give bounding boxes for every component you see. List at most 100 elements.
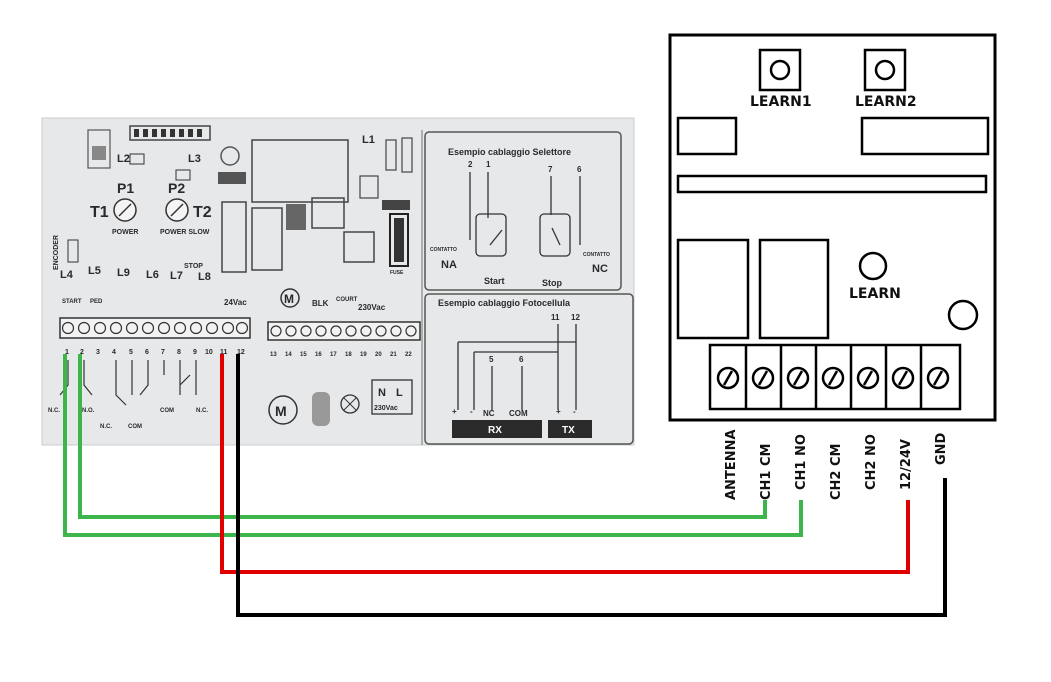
- terminal-label-gnd: GND: [934, 432, 949, 465]
- svg-text:17: 17: [330, 352, 337, 358]
- board-blk: BLK: [312, 299, 329, 308]
- svg-text:4: 4: [112, 349, 116, 356]
- board-nc-3: N.C.: [196, 408, 208, 414]
- svg-text:3: 3: [96, 349, 100, 356]
- board-motor-bottom: M: [275, 403, 287, 419]
- board-t1: T1: [90, 204, 109, 221]
- svg-text:7: 7: [161, 349, 165, 356]
- board-start: START: [62, 299, 82, 305]
- selector-stop: Stop: [542, 278, 562, 288]
- motor-icon: [280, 288, 300, 308]
- photocell-plus-rx: +: [452, 407, 457, 416]
- board-p1: P1: [117, 180, 134, 196]
- selector-start: Start: [484, 276, 505, 286]
- learn-button[interactable]: [858, 251, 888, 281]
- svg-text:6: 6: [145, 349, 149, 356]
- svg-text:5: 5: [129, 349, 133, 356]
- board-l5: L5: [88, 265, 101, 277]
- terminal-label-ch1-cm: CH1 CM: [759, 444, 774, 500]
- board-l3: L3: [188, 153, 201, 165]
- svg-text:10: 10: [205, 349, 213, 356]
- board-l6: L6: [146, 269, 159, 281]
- photocell-rx: RX: [488, 425, 502, 436]
- board-power-slow: POWER SLOW: [160, 229, 210, 236]
- svg-text:16: 16: [315, 352, 322, 358]
- green-wire-ch1-no: [63, 354, 803, 537]
- selector-n6: 6: [577, 165, 582, 174]
- photocell-n6: 6: [519, 355, 524, 364]
- learn-label: LEARN: [849, 286, 901, 302]
- svg-text:11: 11: [220, 349, 228, 356]
- board-encoder: ENCODER: [53, 235, 60, 270]
- selector-example-box: [424, 131, 622, 291]
- board-230vac-bottom: 230Vac: [374, 405, 398, 412]
- svg-text:2: 2: [80, 349, 84, 356]
- board-230vac-top: 230Vac: [358, 303, 386, 312]
- selector-na: NA: [441, 259, 457, 271]
- tx-badge: [548, 420, 592, 438]
- board-t2: T2: [193, 204, 212, 221]
- lamp-icon: [312, 392, 330, 426]
- photocell-n12: 12: [571, 313, 580, 322]
- learn2-label: LEARN2: [855, 94, 917, 110]
- svg-text:18: 18: [345, 352, 352, 358]
- board-nc-2: N.C.: [100, 424, 112, 430]
- svg-text:12: 12: [237, 349, 245, 356]
- board-no: N.O.: [82, 408, 95, 414]
- board-power: POWER: [112, 229, 138, 236]
- board-p2: P2: [168, 180, 185, 196]
- board-com-2: COM: [160, 408, 174, 414]
- learn1-button-icon: [769, 59, 791, 81]
- svg-text:14: 14: [285, 352, 292, 358]
- board-l: L: [396, 387, 403, 399]
- learn1-button[interactable]: [758, 48, 802, 92]
- photocell-n5: 5: [489, 355, 494, 364]
- black-wire-gnd: [236, 354, 947, 617]
- learn1-label: LEARN1: [750, 94, 812, 110]
- board-n: N: [378, 387, 386, 399]
- photocell-minus-rx: -: [470, 407, 473, 416]
- board-court: COURT: [336, 297, 358, 303]
- right-terminal-strip: [267, 321, 421, 341]
- learn2-button[interactable]: [863, 48, 907, 92]
- photocell-example-box: [424, 293, 634, 445]
- svg-text:9: 9: [193, 349, 197, 356]
- selector-n1: 1: [486, 160, 491, 169]
- terminal-label-antenna: ANTENNA: [724, 429, 739, 500]
- board-com-1: COM: [128, 424, 142, 430]
- selector-n7: 7: [548, 165, 553, 174]
- wires: [63, 354, 947, 617]
- green-wire-ch1-cm: [78, 354, 767, 519]
- motor-bottom-icon: [268, 395, 298, 425]
- selector-contatto-1: CONTATTO: [430, 247, 457, 253]
- light-icon: [340, 394, 360, 414]
- red-wire-12-24v: [220, 354, 910, 574]
- svg-text:22: 22: [405, 352, 412, 358]
- selector-title: Esempio cablaggio Selettore: [448, 147, 571, 157]
- board-l9: L9: [117, 267, 130, 279]
- rx-badge: [452, 420, 542, 438]
- terminal-label-12-24v: 12/24V: [899, 439, 914, 490]
- photocell-title: Esempio cablaggio Fotocellula: [438, 298, 571, 308]
- left-terminal-strip: [59, 317, 251, 339]
- photocell-nc: NC: [483, 409, 495, 418]
- board-24vac: 24Vac: [224, 298, 247, 307]
- svg-text:20: 20: [375, 352, 382, 358]
- svg-text:1: 1: [65, 349, 69, 356]
- board-l2: L2: [117, 153, 130, 165]
- board-ped: PED: [90, 299, 103, 305]
- board-fuse: FUSE: [390, 270, 404, 276]
- photocell-n11: 11: [551, 313, 560, 322]
- control-board-photo: L2 L3 P1 P2 T1 POWER T2 POWER SLOW ENCOD…: [41, 117, 635, 446]
- learn2-button-icon: [874, 59, 896, 81]
- selector-nc: NC: [592, 263, 608, 275]
- photocell-minus-tx: -: [573, 407, 576, 416]
- receiver-module: LEARN1 LEARN2 LEARN: [668, 33, 997, 500]
- mounting-hole-icon: [947, 299, 979, 331]
- board-l7: L7: [170, 270, 183, 282]
- selector-contatto-2: CONTATTO: [583, 252, 610, 258]
- board-l8: L8: [198, 271, 211, 283]
- terminal-label-ch1-no: CH1 NO: [794, 434, 809, 490]
